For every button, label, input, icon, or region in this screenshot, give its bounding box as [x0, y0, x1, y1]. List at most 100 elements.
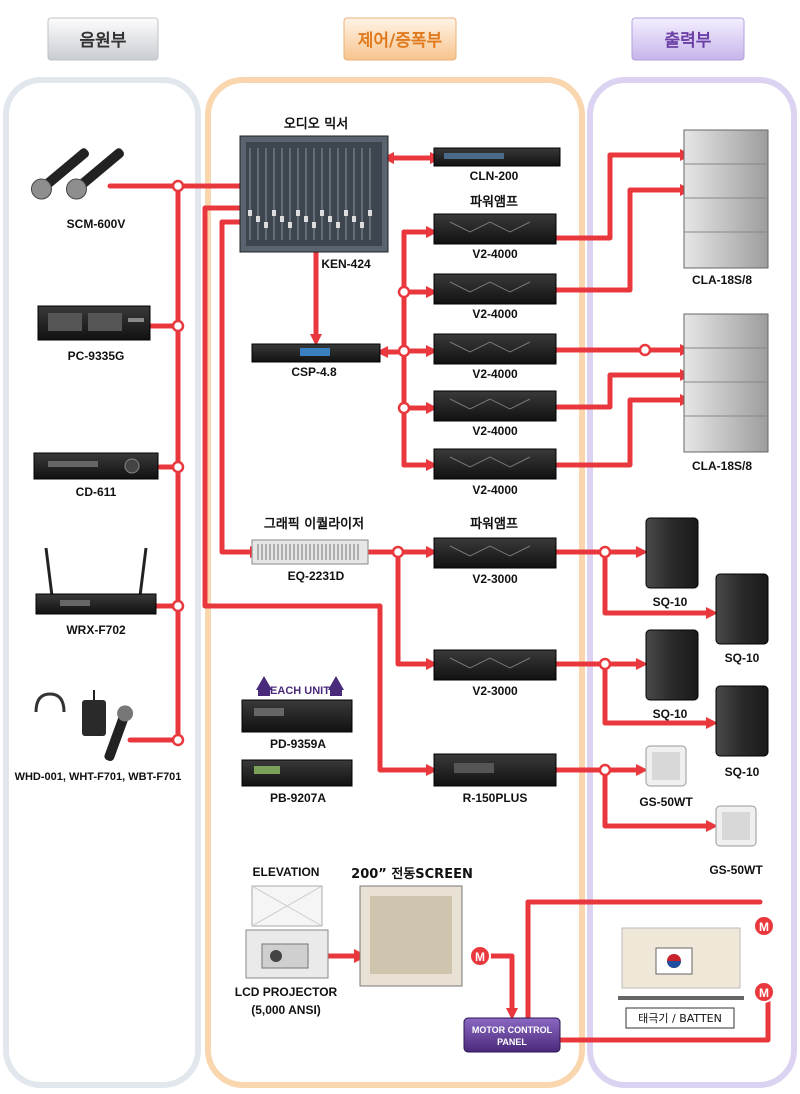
mic-icon — [30, 148, 125, 200]
cd-label: CD-611 — [76, 485, 117, 499]
sq-label: SQ-10 — [725, 651, 760, 665]
header-source-label: 음원부 — [80, 31, 127, 51]
power-amp-title-1: 파워앰프 — [470, 194, 518, 210]
wireless-mics-icon — [34, 690, 134, 761]
mixer-fader — [304, 216, 308, 222]
mixer-fader — [280, 216, 284, 222]
projector-elevation-icon — [245, 885, 329, 979]
source-panel — [3, 77, 201, 1088]
mixer-fader — [360, 222, 364, 228]
r150-label: R-150PLUS — [463, 791, 528, 805]
motor-icon: M — [469, 945, 491, 967]
mixer-fader — [312, 222, 316, 228]
audio-mixer-icon — [239, 135, 389, 253]
amp-4000-label: V2-4000 — [472, 307, 518, 321]
pd-device-icon — [241, 699, 353, 733]
cd-player-icon — [33, 452, 159, 480]
sq-label: SQ-10 — [653, 595, 688, 609]
graphic-eq-icon — [251, 539, 369, 565]
cln-device-icon — [433, 147, 561, 167]
sq-speaker-icon — [715, 685, 769, 757]
gs-label: GS-50WT — [709, 863, 763, 877]
mixer-fader — [264, 222, 268, 228]
amp-3000-icon — [433, 649, 557, 681]
wireless-label: WRX-F702 — [66, 623, 126, 637]
header-output: 출력부 — [631, 17, 745, 61]
gs-speaker-icon — [645, 745, 687, 787]
amp-4000-label: V2-4000 — [472, 424, 518, 438]
mixer-fader — [368, 210, 372, 216]
mixer-fader — [344, 210, 348, 216]
amp-3000-label: V2-3000 — [472, 684, 518, 698]
r150-amp-icon — [433, 753, 557, 787]
mixer-fader — [248, 210, 252, 216]
amp-4000-label: V2-4000 — [472, 247, 518, 261]
output-panel — [587, 77, 797, 1088]
eq-title: 그래픽 이퀄라이저 — [264, 516, 364, 532]
wireless-receiver-icon — [35, 547, 157, 615]
cla-speaker-icon — [683, 129, 769, 269]
motor-icon: M — [753, 915, 775, 937]
gs-label: GS-50WT — [639, 795, 693, 809]
header-control-label: 제어/증폭부 — [358, 31, 443, 51]
power-amp-title-2: 파워앰프 — [470, 516, 518, 532]
mixer-fader — [256, 216, 260, 222]
cln-label: CLN-200 — [470, 169, 519, 183]
amp-4000-label: V2-4000 — [472, 483, 518, 497]
wires — [107, 149, 771, 1043]
amp-3000-icon — [433, 537, 557, 569]
elevation-label: ELEVATION — [253, 865, 320, 879]
flag-label: 태극기 / BATTEN — [638, 1012, 722, 1025]
motor-control-panel: MOTOR CONTROL PANEL — [463, 1017, 561, 1053]
sq-speaker-icon — [715, 573, 769, 645]
each-unit-badge: EACH UNIT — [256, 676, 344, 697]
control-panel — [205, 77, 585, 1088]
mixer-fader — [272, 210, 276, 216]
amp-4000-icon — [433, 448, 557, 480]
projector-label: LCD PROJECTOR — [235, 985, 338, 999]
amp-4000-icon — [433, 390, 557, 422]
flag-batten-label-box: 태극기 / BATTEN — [625, 1007, 735, 1029]
amp-4000-icon — [433, 333, 557, 365]
amp-4000-icon — [433, 213, 557, 245]
wireless-mics-label: WHD-001, WHT-F701, WBT-F701 — [15, 771, 182, 783]
gs-speaker-icon — [715, 805, 757, 847]
mixer-fader — [320, 210, 324, 216]
motor-symbol: M — [759, 986, 769, 1000]
motor-symbol: M — [759, 920, 769, 934]
mixer-title: 오디오 믹서 — [284, 116, 348, 132]
amp-3000-label: V2-3000 — [472, 572, 518, 586]
amps-4000 — [433, 213, 557, 480]
motor-panel-label-1: MOTOR CONTROL — [472, 1025, 553, 1035]
screen-label: 200” 전동SCREEN — [351, 866, 473, 882]
flag-stage-icon — [618, 927, 744, 1000]
sq-label: SQ-10 — [725, 765, 760, 779]
pb-device-icon — [241, 759, 353, 787]
mixer-fader — [296, 210, 300, 216]
screen-icon — [359, 885, 463, 987]
cla-label-1: CLA-18S/8 — [692, 273, 752, 287]
csp-label: CSP-4.8 — [291, 365, 337, 379]
amp-4000-label: V2-4000 — [472, 367, 518, 381]
sq-speaker-icon — [645, 517, 699, 589]
pd-label: PD-9359A — [270, 737, 326, 751]
cassette-label: PC-9335G — [68, 349, 125, 363]
motor-icon: M — [753, 981, 775, 1003]
cla-label-2: CLA-18S/8 — [692, 459, 752, 473]
each-unit-label: EACH UNIT — [270, 685, 330, 697]
motor-symbol: M — [475, 950, 485, 964]
mixer-fader — [336, 222, 340, 228]
sq-speaker-icon — [645, 629, 699, 701]
csp-device-icon — [251, 343, 381, 363]
header-output-label: 출력부 — [665, 31, 712, 51]
mic-label: SCM-600V — [67, 217, 126, 231]
cla-speaker-icon — [683, 313, 769, 453]
header-control: 제어/증폭부 — [343, 17, 457, 61]
mixer-fader — [288, 222, 292, 228]
header-source: 음원부 — [47, 17, 159, 61]
mixer-fader — [328, 216, 332, 222]
cassette-deck-icon — [37, 305, 151, 341]
amp-4000-icon — [433, 273, 557, 305]
eq-label: EQ-2231D — [288, 569, 345, 583]
